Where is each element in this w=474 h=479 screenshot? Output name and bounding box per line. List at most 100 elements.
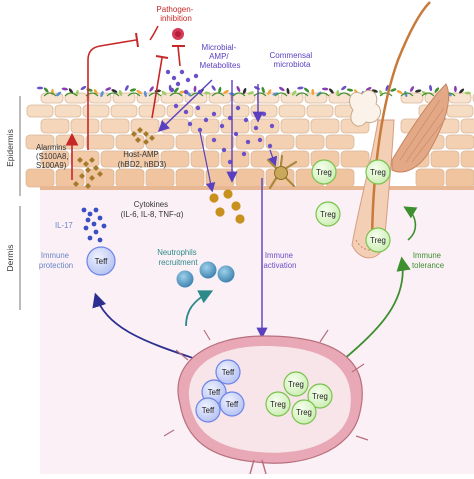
keratinocyte (220, 150, 250, 168)
svg-text:Teff: Teff (202, 406, 215, 415)
amp-particle (211, 137, 217, 143)
amp-particle (183, 109, 189, 115)
surface-microbe (409, 86, 415, 92)
amp-particle (233, 131, 239, 137)
surface-microbe (286, 87, 290, 95)
keratinocyte (25, 134, 55, 150)
svg-text:Treg: Treg (370, 168, 386, 177)
amp-particle (227, 115, 233, 121)
neutrophils-label: Neutrophils recruitment (157, 248, 199, 267)
keratinocyte (265, 134, 295, 150)
amp-particle (211, 111, 217, 117)
svg-text:Treg: Treg (270, 400, 286, 409)
treg-cell: Treg (265, 391, 291, 417)
amp-particle (171, 75, 177, 81)
layer-brackets: Epidermis Dermis (5, 96, 21, 310)
surface-microbe (346, 88, 354, 92)
amp-particle (269, 123, 275, 129)
alarmin-particle (135, 137, 141, 143)
surface-microbe (291, 90, 297, 96)
amp-particle (173, 103, 179, 109)
epidermis-label: Epidermis (5, 129, 15, 167)
surface-filament (316, 92, 330, 97)
keratinocyte (160, 92, 184, 104)
svg-text:Teff: Teff (208, 388, 221, 397)
surface-microbe (304, 87, 310, 93)
amp-particle (169, 87, 175, 93)
il17-particle (87, 235, 93, 241)
svg-text:Treg: Treg (370, 236, 386, 245)
alarmin-particle (79, 173, 85, 179)
keratinocyte (278, 104, 306, 118)
amp-particle (221, 147, 227, 153)
pathogen-inhibition-label: Pathogen- inhibition (156, 5, 195, 23)
surface-microbe (61, 87, 68, 91)
sebaceous-gland (349, 89, 381, 127)
surface-microbe (429, 84, 433, 92)
keratinocyte (100, 118, 130, 134)
keratinocyte (85, 134, 115, 150)
keratinocyte (70, 118, 100, 134)
il17-particle (83, 225, 89, 231)
keratinocyte (306, 104, 334, 118)
surface-microbe (311, 88, 315, 96)
surface-filament (64, 92, 78, 97)
treg-migration-arrow (337, 256, 411, 365)
surface-microbe (297, 86, 304, 90)
surface-microbiota-layer (36, 84, 471, 98)
alarmin-particle (137, 127, 143, 133)
il17-particle (93, 229, 99, 235)
alarmin-particle (83, 161, 89, 167)
surface-microbe (341, 85, 347, 91)
keratinocyte (40, 118, 70, 134)
amp-particle (185, 77, 191, 83)
inhibition-arrows (65, 32, 185, 180)
surface-microbe (136, 89, 143, 95)
surface-microbe (218, 86, 222, 94)
keratinocyte (235, 168, 265, 188)
svg-text:Treg: Treg (288, 380, 304, 389)
basal-membrane (40, 186, 474, 190)
neutrophils (176, 261, 235, 288)
surface-microbe (247, 91, 254, 95)
alarmin-particle (73, 181, 79, 187)
keratinocyte (445, 168, 474, 188)
surface-microbe (105, 87, 112, 91)
amp-particle (193, 73, 199, 79)
svg-text:Teff: Teff (95, 257, 109, 266)
keratinocyte (175, 134, 205, 150)
il17-particle (91, 221, 97, 227)
treg-cell: Treg (365, 159, 391, 185)
commensal-label: Commensal microbiota (270, 51, 315, 69)
microbial-amp-label: Microbial- AMP/ Metabolites (200, 43, 241, 70)
il17-label: IL-17 (55, 221, 73, 230)
treg-cell: Treg (307, 383, 333, 409)
amp-particle (253, 125, 259, 131)
surface-filament (337, 92, 351, 97)
keratinocyte (115, 168, 145, 188)
amp-particle (195, 105, 201, 111)
il17-particle (101, 223, 107, 229)
text-labels: Microbial- AMP/ Metabolites Commensal mi… (36, 43, 444, 270)
teff-cell: Teff (195, 397, 221, 423)
keratinocyte (115, 134, 145, 150)
keratinocyte (280, 118, 310, 134)
svg-text:Treg: Treg (312, 392, 328, 401)
surface-microbe (336, 89, 340, 97)
pathogen: Pathogen- inhibition (149, 5, 195, 41)
svg-text:Teff: Teff (222, 368, 235, 377)
surface-filament (421, 92, 435, 97)
surface-filament (85, 92, 99, 97)
il17-particle (81, 207, 87, 213)
surface-microbe (43, 87, 49, 93)
amp-particle (187, 121, 193, 127)
surface-filament (232, 92, 246, 97)
surface-microbe (385, 84, 389, 92)
surface-microbe (261, 86, 265, 94)
surface-microbe (193, 85, 197, 93)
keratinocyte (82, 104, 110, 118)
amp-particle (165, 69, 171, 75)
treg-cell: Treg (283, 371, 309, 397)
